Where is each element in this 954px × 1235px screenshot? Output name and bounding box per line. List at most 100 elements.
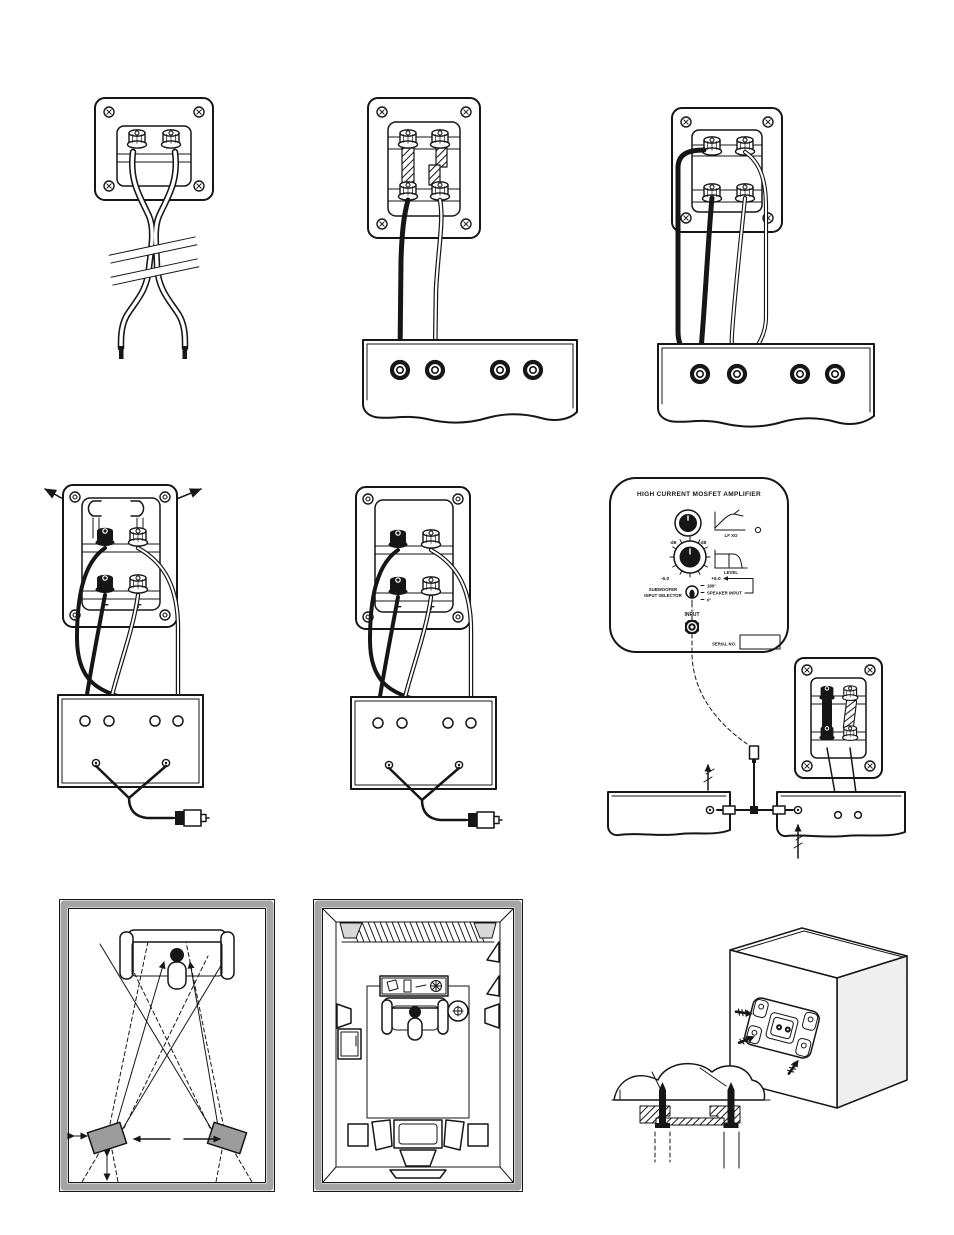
binding-post-icon [126,129,148,149]
rca-plug-vertical [748,745,760,763]
white-speaker-wire [432,197,444,361]
equipment-shelf [389,1169,447,1179]
knob1-right-mark: -dB [700,540,707,545]
led-icon [754,526,762,534]
mounting-plate [744,997,820,1059]
speaker-placement-toe-in-diagram [58,898,276,1193]
bare-wire-tip [119,346,124,359]
side-speaker [484,1003,500,1029]
center-speaker [399,1149,437,1167]
dispersion-lines [81,931,253,1183]
rca-input-jack-icon [685,620,699,634]
left-speaker [86,1121,128,1155]
amp-terminal-icon [172,715,184,727]
bi-amp-connection-diagram: − + [328,480,578,840]
switch-pos-180: 180° [707,584,716,589]
amp-terminal-icon [149,715,161,727]
listener [407,1006,423,1041]
terminal-plate [94,97,214,201]
black-jumper-strap [822,700,832,728]
binding-post-icon [429,129,451,149]
jumper-strap [401,147,415,185]
y-cable-to-rca [387,766,503,829]
speaker-terminal [853,810,863,820]
level-left-mark: -6.0 [661,576,670,582]
distance-arrows [67,1132,221,1181]
knob1-left-mark: -dB [670,540,677,545]
input-label: INPUT [685,612,700,618]
right-wall-panels [486,941,500,997]
right-amplifier-panel [776,791,906,859]
negative-post-icon [387,529,409,549]
binding-post-icon [701,136,723,156]
selector-label-2: INPUT SELECTOR [644,593,682,598]
corner-screw-icon [103,106,115,118]
amplifier-panel [362,339,578,424]
serial-box [739,634,781,650]
line-in-jack-icon [793,805,803,815]
amplifier-panel [57,694,204,788]
rca-plug-icon [463,811,503,829]
line-level-cable [691,633,748,745]
input-selector-switch [685,585,699,599]
front-speaker [371,1119,393,1151]
graph2-label: LEVEL [724,570,738,575]
rca-plug-icon [170,809,210,827]
listener [167,948,187,990]
break-mark [703,768,715,783]
binding-post-icon [397,181,419,201]
terminal-recess [765,1012,799,1044]
room-frame [313,899,523,1192]
leader-lines [651,1067,727,1089]
right-terminal-plate [794,657,883,779]
level-graph-icon [714,549,748,569]
wall-screw [723,1082,739,1128]
switch-pos-0: 0° [707,598,711,603]
amp-terminal-icon [79,715,91,727]
line-in-jack-icon [705,805,715,815]
level-right-mark: +6.0 [711,576,721,582]
corner-screw-icon [193,106,205,118]
couch [119,929,235,980]
amp-terminal-icon [103,715,115,727]
corner-screw-icon [103,180,115,192]
crossover-graph-icon [714,509,746,531]
routing-line [727,578,754,594]
room-frame [59,899,275,1192]
amp-terminal-icon [492,362,508,378]
serial-label: SERIAL NO. [712,642,736,647]
room-layout-diagram [312,898,524,1193]
corner-speaker [473,922,497,939]
break-mark [793,834,805,849]
graph1-label: LF XO [725,533,739,538]
terminal-plate-bare-wire-diagram [85,90,225,370]
selector-label-1: SUBWOOFER [649,587,678,592]
cabinet [337,1028,362,1060]
window-blinds [341,921,495,943]
negative-post-icon [387,576,409,596]
end-table [347,1123,369,1147]
amp-terminal-icon [392,362,408,378]
tv-and-front-speakers [347,1119,489,1179]
keyhole-tabs [745,999,819,1057]
right-speaker [206,1121,248,1155]
corner-screw-icon [193,180,205,192]
bare-wire-tip [182,346,187,359]
amp-terminal-icon [427,362,443,378]
black-speaker-wire [397,197,411,361]
console-table [379,975,449,997]
speaker-terminal [833,810,843,820]
positive-post-icon [127,574,149,594]
corner-speaker [339,922,363,939]
binding-post-icon [429,181,451,201]
bracket-bar [655,1117,725,1126]
wall-screw [655,1082,670,1128]
binding-post-icon [160,129,182,149]
amp-title: HIGH CURRENT MOSFET AMPLIFIER [637,491,761,498]
y-cable-to-rca [94,764,210,827]
subwoofer-amplifier-hookup-diagram: HIGH CURRENT MOSFET AMPLIFIER -dB -dB LF… [595,470,915,870]
amplifier-panel [657,343,875,428]
amplifier-panel [350,696,497,790]
level-knob [669,536,711,578]
